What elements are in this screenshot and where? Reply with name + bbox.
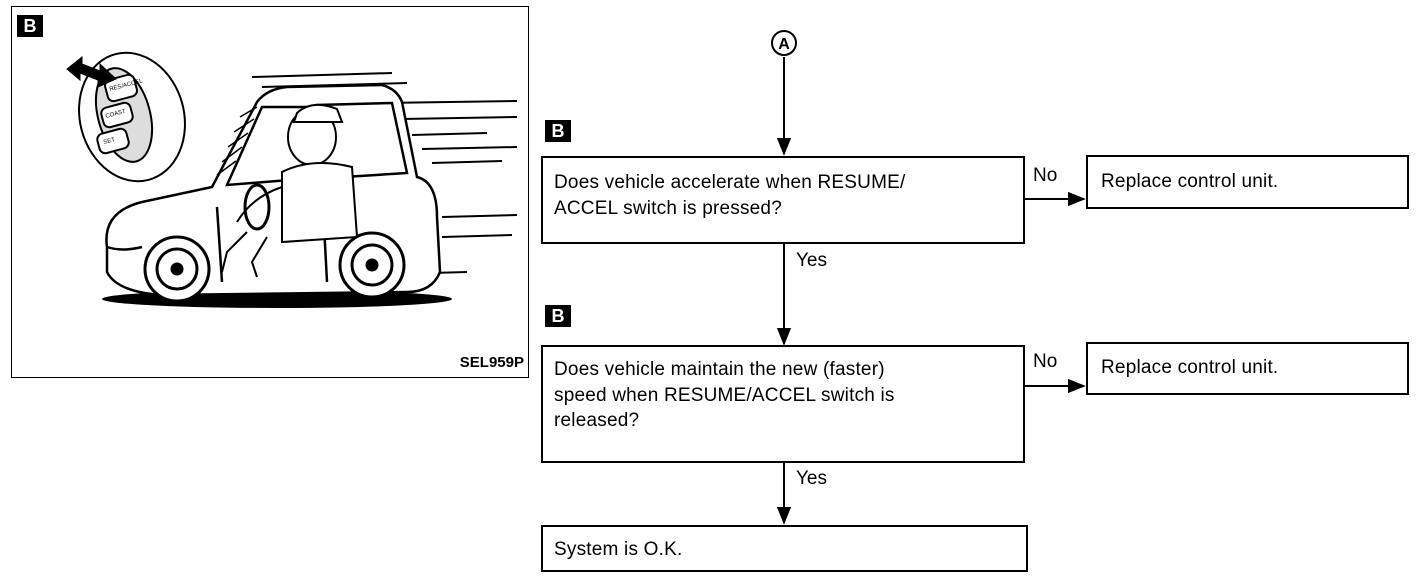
result-text: System is O.K. xyxy=(554,539,683,560)
step1-no-action: Replace control unit. xyxy=(1101,171,1279,192)
speed-lines xyxy=(251,72,518,274)
switch-label-coast: COAST xyxy=(105,109,127,120)
step2-question: Does vehicle maintain the new (faster) s… xyxy=(554,359,895,432)
illustration-panel: B xyxy=(11,6,529,378)
step1-yes-label: Yes xyxy=(796,250,827,271)
connector-a-circle xyxy=(771,30,797,56)
step2-yes-label: Yes xyxy=(796,468,827,489)
connector-a-label: A xyxy=(778,36,790,53)
step2-no-label: No xyxy=(1033,351,1058,372)
wheels xyxy=(143,231,406,303)
step1-question-box: Does vehicle accelerate when RESUME/ ACC… xyxy=(541,156,1025,244)
figure-tag-b: B xyxy=(17,15,43,37)
step2-tag-b: B xyxy=(545,305,571,327)
step1-no-action-box: Replace control unit. xyxy=(1086,155,1409,209)
step2-no-action-box: Replace control unit. xyxy=(1086,342,1409,395)
figure-code: SEL959P xyxy=(459,354,524,371)
step1-question: Does vehicle accelerate when RESUME/ ACC… xyxy=(554,172,906,219)
result-box: System is O.K. xyxy=(541,525,1028,572)
step2-no-action: Replace control unit. xyxy=(1101,357,1279,378)
switch-label-set: SET xyxy=(103,137,116,146)
cruise-switch-inset xyxy=(78,51,186,183)
step1-tag-b: B xyxy=(545,120,571,142)
step1-no-label: No xyxy=(1033,165,1058,186)
car-illustration: RES/ACCEL COAST SET xyxy=(66,51,518,308)
driver xyxy=(221,103,359,278)
double-arrow-icon xyxy=(66,55,117,88)
step2-question-box: Does vehicle maintain the new (faster) s… xyxy=(541,345,1025,463)
steering-wheel xyxy=(243,183,271,231)
